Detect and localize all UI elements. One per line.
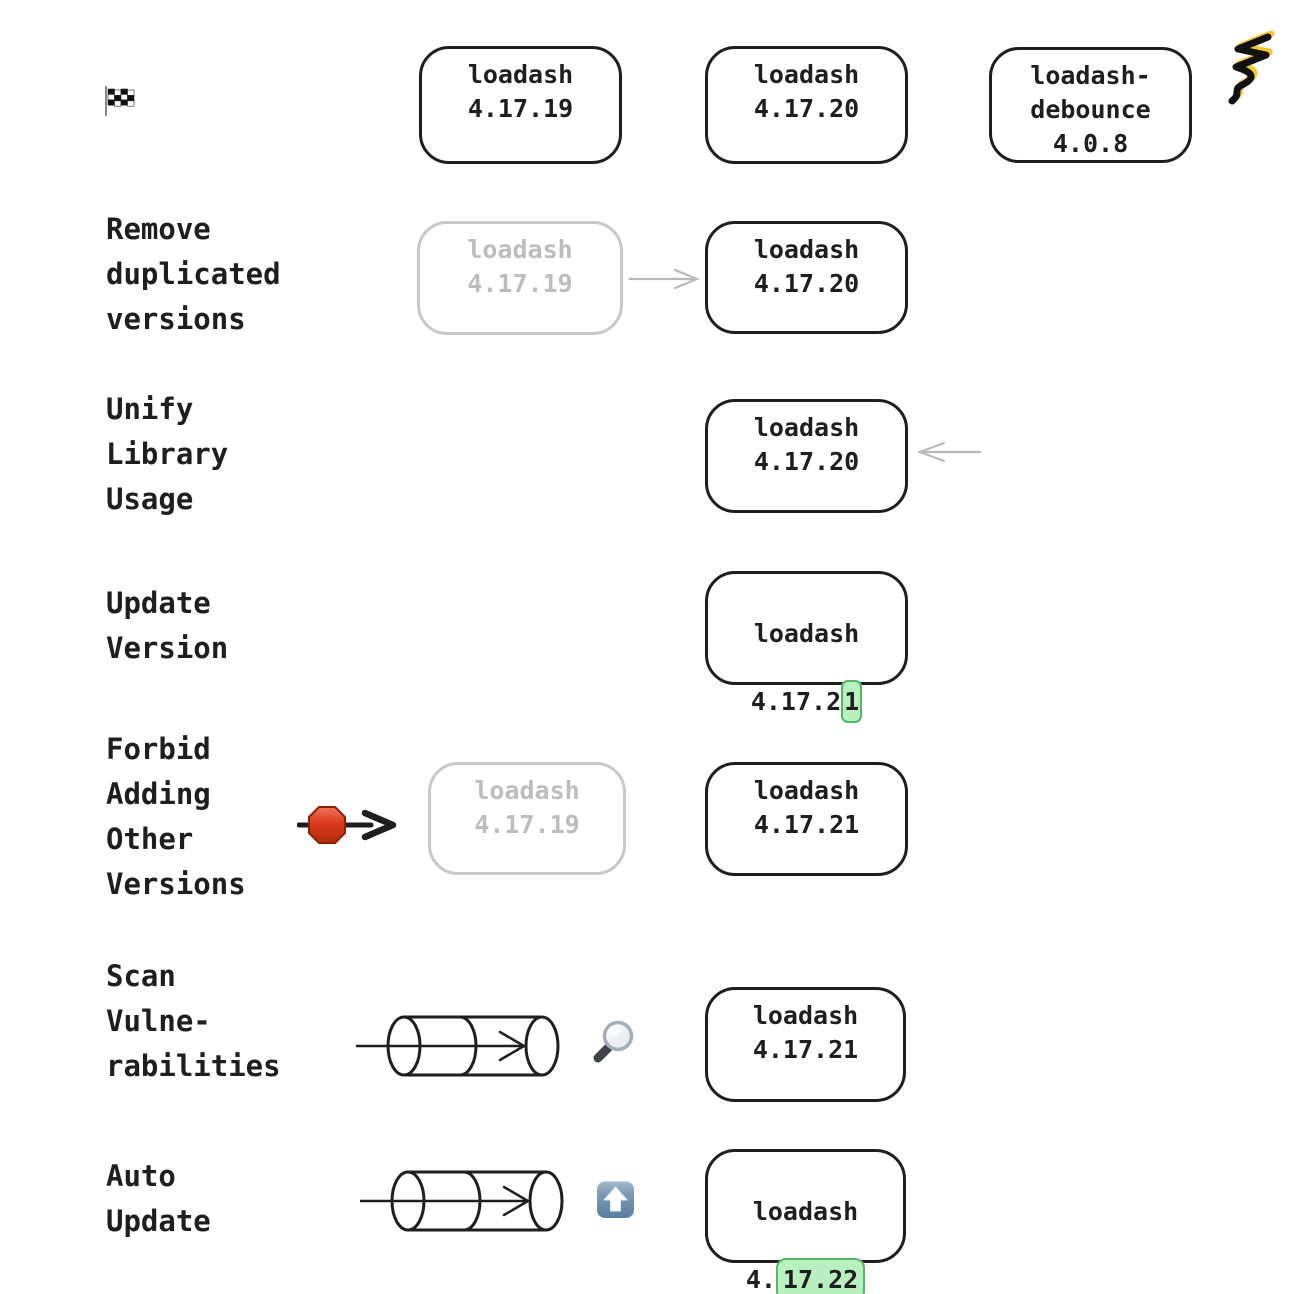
package-box-step5-loadash-41721: loadash 4.17.21 [705, 987, 906, 1102]
step-label-scan-vulnerabilities: Scan Vulne- rabilities [106, 959, 281, 1083]
pipeline-icon [356, 1015, 560, 1077]
ghost-package-box-step4-loadash-41719: loadash 4.17.19 [428, 762, 626, 875]
step-label-update-version: Update Version [106, 586, 229, 665]
package-box-step4-loadash-41721: loadash 4.17.21 [705, 762, 908, 876]
package-box-loadash-41720: loadash 4.17.20 [705, 46, 908, 164]
arrow-right-icon [629, 268, 700, 290]
version-highlight: 17.22 [775, 1258, 866, 1294]
package-box-step6-loadash-41722: loadash 4.17.22 [705, 1149, 906, 1294]
package-box-loadash-41719: loadash 4.17.19 [419, 46, 622, 164]
package-name: loadash [752, 1197, 859, 1226]
version-highlight: 1 [841, 680, 863, 723]
step-label-forbid-adding-other-versions: Forbid Adding Other Versions [106, 732, 246, 901]
step-label-remove-duplicated-versions: Remove duplicated versions [106, 212, 281, 336]
step-label-unify-library-usage: Unify Library Usage [106, 392, 229, 516]
magnifying-glass-icon [593, 1020, 634, 1063]
arrow-left-icon [916, 441, 982, 463]
scribble-icon [1228, 30, 1275, 105]
pipeline-icon [360, 1170, 564, 1232]
package-box-step1-loadash-41720: loadash 4.17.20 [705, 221, 908, 334]
package-box-loadash-debounce: loadash- debounce 4.0.8 [989, 47, 1192, 163]
ghost-package-box-loadash-41719: loadash 4.17.19 [417, 221, 623, 335]
package-name: loadash [753, 619, 860, 648]
package-version: 4.17.22 [708, 1258, 903, 1294]
package-box-step2-loadash-41720: loadash 4.17.20 [705, 399, 908, 513]
up-arrow-button-icon [597, 1181, 634, 1218]
step-label-auto-update: Auto Update [106, 1159, 211, 1238]
checkered-flag-icon [105, 86, 135, 116]
stop-sign-icon [308, 806, 346, 844]
